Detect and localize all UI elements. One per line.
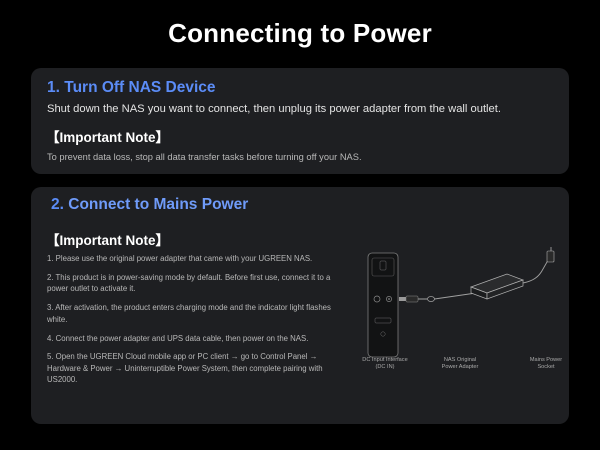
dc-input-label: DC Input Interface (DC IN) <box>362 357 408 370</box>
section-1-title: 1. Turn Off NAS Device <box>47 79 216 97</box>
mains-socket-label: Mains Power Socket <box>529 357 563 370</box>
section-1-note-heading: 【Important Note】 <box>46 130 169 145</box>
section-1-note-text: To prevent data loss, stop all data tran… <box>47 152 362 162</box>
page-title: Connecting to Power <box>168 18 432 48</box>
instruction-list: 1. Please use the original power adapter… <box>47 253 347 393</box>
section-2-note-heading: 【Important Note】 <box>46 233 169 248</box>
section-connect-power-card: 2. Connect to Mains Power 【Important Not… <box>31 187 569 424</box>
section-1-number: 1. <box>47 79 60 96</box>
section-1-description: Shut down the NAS you want to connect, t… <box>47 103 501 115</box>
instruction-step-1: 1. Please use the original power adapter… <box>47 254 313 263</box>
dc-plug-icon <box>399 297 406 301</box>
section-2-number: 2. <box>51 196 64 213</box>
section-1-title-text: Turn Off NAS Device <box>64 79 216 96</box>
power-adapter-icon <box>469 273 525 300</box>
power-adapter-label: NAS Original Power Adapter <box>441 357 479 370</box>
section-2-title: 2. Connect to Mains Power <box>51 196 248 214</box>
instruction-step-3: 3. After activation, the product enters … <box>47 303 331 324</box>
ups-device-icon <box>367 252 399 358</box>
section-turn-off-card: 1. Turn Off NAS Device Shut down the NAS… <box>31 68 569 174</box>
connection-diagram: DC Input Interface (DC IN) NAS Original … <box>361 247 563 377</box>
ups-port-icon <box>373 295 381 303</box>
section-2-title-text: Connect to Mains Power <box>68 196 249 213</box>
instruction-step-4: 4. Connect the power adapter and UPS dat… <box>47 333 309 343</box>
connection-diagram-illustration <box>367 247 555 358</box>
instruction-step-5: 5. Open the UGREEN Cloud mobile app or P… <box>47 352 323 385</box>
wall-plug-icon <box>546 250 555 263</box>
instruction-step-2: 2. This product is in power-saving mode … <box>47 272 331 294</box>
